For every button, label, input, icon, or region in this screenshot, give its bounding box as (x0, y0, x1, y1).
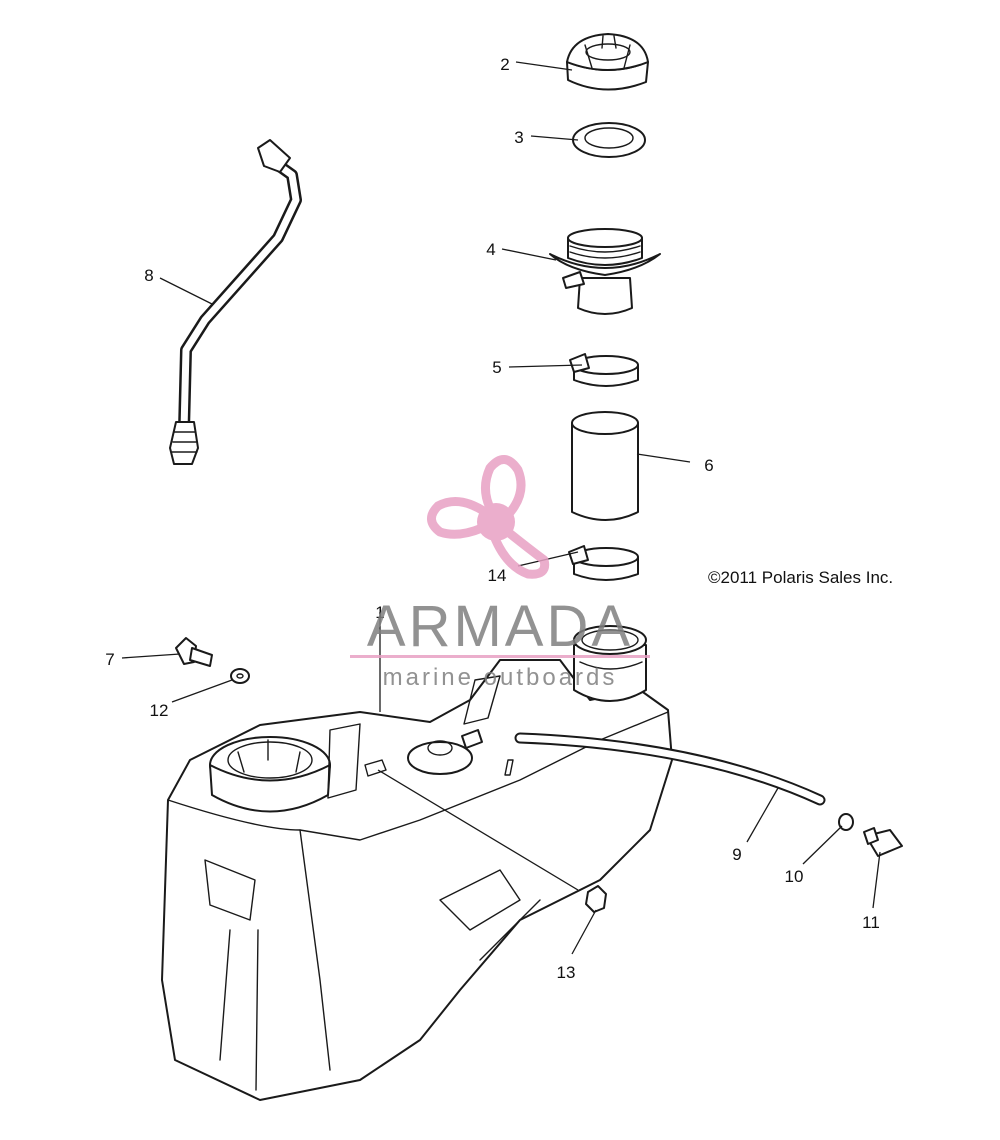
propeller-logo-icon (427, 455, 550, 579)
gasket-ring-part (572, 122, 646, 158)
callout-1: 1 (375, 603, 384, 622)
hose-clamp-upper-part (569, 353, 639, 387)
callout-9: 9 (732, 845, 741, 864)
callout-10: 10 (785, 867, 804, 886)
callout-4: 4 (486, 240, 495, 259)
callout-labels: 1 2 3 4 5 6 7 8 9 10 11 12 13 14 (105, 55, 880, 982)
armada-watermark: ARMADA marine outboards (350, 455, 650, 691)
callout-7: 7 (105, 650, 114, 669)
callout-3: 3 (514, 128, 523, 147)
washer-part (230, 668, 250, 684)
vent-line-part (169, 139, 302, 465)
overflow-hose-part (514, 732, 826, 806)
callout-8: 8 (144, 266, 153, 285)
check-valve-part (863, 827, 903, 857)
fuel-cap-part (566, 33, 649, 91)
copyright-text: ©2011 Polaris Sales Inc. (708, 568, 893, 587)
watermark-subtitle: marine outboards (383, 664, 618, 691)
filler-neck-part (549, 228, 661, 315)
callout-14: 14 (488, 566, 507, 585)
hose-clamp-lower-part (568, 545, 639, 581)
callout-12: 12 (150, 701, 169, 720)
cap-plug-part (838, 813, 854, 831)
watermark-title: ARMADA (367, 594, 633, 659)
bolt-part (175, 637, 213, 667)
callout-2: 2 (500, 55, 509, 74)
fuel-tank-part (161, 625, 673, 1101)
watermark-divider (350, 655, 650, 658)
nut-part (585, 885, 607, 913)
callout-6: 6 (704, 456, 713, 475)
fill-hose-part (571, 411, 639, 521)
callout-13: 13 (557, 963, 576, 982)
callout-5: 5 (492, 358, 501, 377)
callout-11: 11 (862, 913, 880, 932)
